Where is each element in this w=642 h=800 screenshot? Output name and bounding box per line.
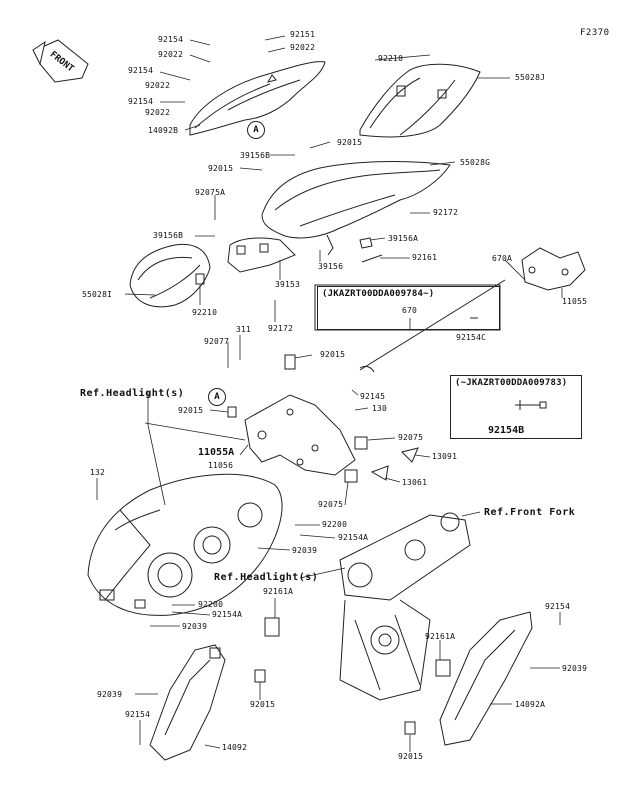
part-label: 55028I	[82, 290, 113, 299]
part-label: 92161A	[263, 587, 294, 596]
part-label: 92022	[145, 108, 171, 117]
part-92154b: 92154B	[488, 425, 525, 436]
part-label: 311	[236, 325, 252, 334]
part-label: 92075A	[195, 188, 226, 197]
part-label: 92022	[145, 81, 171, 90]
lower-left-cover	[149, 644, 226, 761]
upper-left-cowl	[189, 61, 326, 136]
part-label: 11055	[562, 297, 588, 306]
part-label: 14092B	[148, 126, 179, 135]
part-label: 92015	[208, 164, 234, 173]
part-label: 14092A	[515, 700, 546, 709]
front-fork-clamp	[339, 512, 471, 701]
part-label: 92161	[412, 253, 438, 262]
main-bracket	[227, 354, 419, 483]
part-label: 92075	[318, 500, 344, 509]
part-label: 92039	[182, 622, 208, 631]
part-label: 92151	[290, 30, 316, 39]
part-label: 130	[372, 404, 388, 413]
ref-front-fork: Ref.Front Fork	[484, 507, 576, 518]
part-label: 92145	[360, 392, 386, 401]
part-label: 92200	[198, 600, 224, 609]
part-label: 92154A	[338, 533, 369, 542]
serial-box-1	[317, 286, 500, 330]
part-label: 92039	[97, 690, 123, 699]
part-label: 39153	[275, 280, 301, 289]
part-label: 13091	[432, 452, 458, 461]
bracket-11055	[521, 247, 586, 291]
part-label: 14092	[222, 743, 248, 752]
part-label: 92210	[192, 308, 218, 317]
part-11055a: 11055A	[198, 447, 235, 458]
serial-text-2: (~JKAZRT00DDA009783)	[455, 378, 568, 388]
part-label: 92154	[128, 97, 154, 106]
part-label: 92015	[337, 138, 363, 147]
ref-headlight-2: Ref.Headlight(s)	[214, 572, 319, 583]
callout-a-top: A	[247, 121, 265, 139]
part-label: 92075	[398, 433, 424, 442]
part-label: 670	[402, 306, 418, 315]
part-label: 92154	[158, 35, 184, 44]
part-label: 132	[90, 468, 106, 477]
part-label: 39156B	[240, 151, 271, 160]
serial-text-1: (JKAZRT00DDA009784~)	[322, 289, 435, 299]
part-label: 92015	[320, 350, 346, 359]
serial-box-2	[450, 375, 582, 439]
part-label: 55028G	[460, 158, 491, 167]
part-label: 39156	[318, 262, 344, 271]
part-label: 92154A	[212, 610, 243, 619]
upper-right-panel	[359, 63, 481, 138]
ref-headlight-1: Ref.Headlight(s)	[80, 388, 185, 399]
front-arrow-icon	[32, 39, 89, 83]
part-label: 670A	[492, 254, 513, 263]
part-label: 92039	[562, 664, 588, 673]
part-label: 11056	[208, 461, 234, 470]
part-label: 92039	[292, 546, 318, 555]
part-label: 92200	[322, 520, 348, 529]
headlight-assembly	[87, 473, 283, 616]
part-label: 92161A	[425, 632, 456, 641]
part-label: 92015	[398, 752, 424, 761]
lower-right-cover	[404, 611, 533, 746]
part-label: 39156A	[388, 234, 419, 243]
callout-a-bottom: A	[208, 388, 226, 406]
part-label: 92022	[290, 43, 316, 52]
figure-id: F2370	[580, 28, 610, 38]
part-label: 55028J	[515, 73, 546, 82]
part-label: 92015	[250, 700, 276, 709]
part-label: 92172	[433, 208, 459, 217]
part-label: 92154	[545, 602, 571, 611]
part-label: 92154	[125, 710, 151, 719]
part-label: 92154	[128, 66, 154, 75]
part-label: 39156B	[153, 231, 184, 240]
part-label: 92015	[178, 406, 204, 415]
part-label: 92022	[158, 50, 184, 59]
left-side-panel	[129, 243, 211, 308]
part-label: 92210	[378, 54, 404, 63]
part-label: 92077	[204, 337, 230, 346]
part-label: 92172	[268, 324, 294, 333]
center-cowl	[227, 161, 451, 273]
part-label: 13061	[402, 478, 428, 487]
part-label: 92154C	[456, 333, 487, 342]
